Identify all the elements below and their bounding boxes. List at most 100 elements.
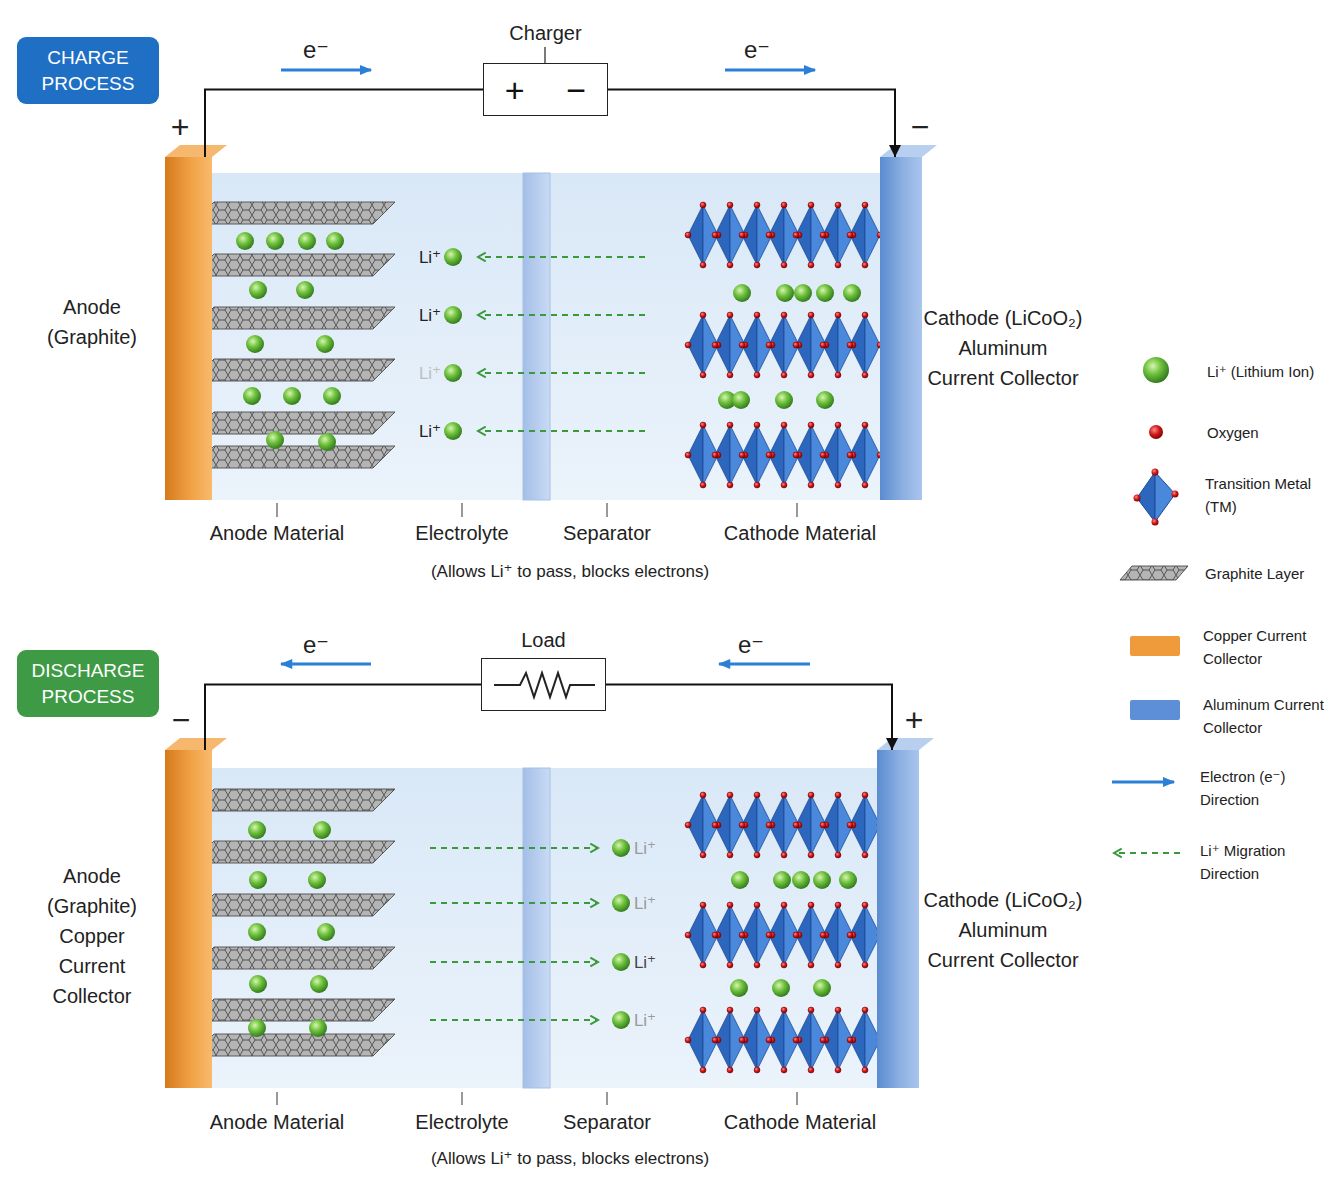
oxygen-atom bbox=[781, 1007, 787, 1013]
oxygen-atom bbox=[781, 202, 787, 208]
oxygen-atom bbox=[781, 372, 787, 378]
oxygen-atom bbox=[712, 342, 718, 348]
circuit-wire bbox=[606, 685, 892, 751]
load-box: Load bbox=[481, 658, 606, 711]
part-name: Anode Material bbox=[210, 1111, 345, 1134]
device-heading: Load bbox=[521, 629, 566, 652]
part-name: Electrolyte bbox=[415, 1111, 508, 1134]
oxygen-atom bbox=[820, 452, 826, 458]
polarity-sign: − bbox=[172, 702, 191, 739]
octahedron-face bbox=[703, 1010, 718, 1070]
oxygen-atom bbox=[766, 232, 772, 238]
oxygen-atom bbox=[727, 792, 733, 798]
lithium-ion bbox=[249, 281, 267, 299]
oxygen-atom bbox=[793, 1037, 799, 1043]
lithium-ion bbox=[816, 284, 834, 302]
lithium-ion bbox=[813, 871, 831, 889]
oxygen-atom bbox=[727, 852, 733, 858]
oxygen-atom bbox=[685, 232, 691, 238]
octahedron-face bbox=[784, 795, 799, 855]
ion-arrow bbox=[430, 847, 598, 849]
legend-icons bbox=[1120, 357, 1188, 580]
oxygen-atom bbox=[781, 262, 787, 268]
oxygen-atom bbox=[835, 1007, 841, 1013]
oxygen-atom bbox=[754, 312, 760, 318]
charger-box: Charger+− bbox=[483, 63, 608, 116]
legend-text: Graphite Layer bbox=[1205, 562, 1327, 585]
oxygen-atom bbox=[835, 262, 841, 268]
oxygen-atom bbox=[766, 342, 772, 348]
graphite-mesh bbox=[192, 202, 395, 224]
device-heading: Charger bbox=[509, 22, 581, 45]
ion-label: Li⁺ bbox=[419, 247, 441, 268]
lithium-ion bbox=[243, 387, 261, 405]
oxygen-atom bbox=[727, 312, 733, 318]
graphite-mesh bbox=[192, 789, 395, 811]
oxygen-atom bbox=[685, 932, 691, 938]
lithium-ion bbox=[732, 391, 750, 409]
oxygen-atom bbox=[835, 1067, 841, 1073]
leader-tick bbox=[276, 1092, 277, 1105]
octahedron-face bbox=[730, 425, 745, 485]
lithium-ion bbox=[248, 923, 266, 941]
oxygen-atom bbox=[754, 1067, 760, 1073]
oxygen-atom bbox=[712, 932, 718, 938]
oxygen-atom bbox=[727, 202, 733, 208]
oxide-layers bbox=[685, 202, 883, 1073]
oxygen-atom bbox=[700, 1007, 706, 1013]
graphite-layer bbox=[192, 446, 395, 468]
legend-tm-vertex bbox=[1152, 519, 1159, 526]
leader-tick bbox=[606, 503, 607, 517]
lithium-ion bbox=[730, 979, 748, 997]
oxygen-atom bbox=[781, 312, 787, 318]
oxygen-atom bbox=[862, 1007, 868, 1013]
ion-arrow bbox=[430, 961, 598, 963]
oxygen-atom bbox=[808, 962, 814, 968]
badge-text: CHARGE PROCESS bbox=[29, 45, 147, 97]
oxygen-atom bbox=[808, 482, 814, 488]
oxygen-atom bbox=[862, 312, 868, 318]
collector-label: Cathode (LiCoO₂) Aluminum Current Collec… bbox=[923, 303, 1083, 393]
wire-group bbox=[205, 90, 895, 751]
lithium-ion bbox=[308, 871, 326, 889]
oxygen-atom bbox=[700, 372, 706, 378]
electron-label: e⁻ bbox=[303, 36, 329, 64]
lithium-ion bbox=[733, 284, 751, 302]
polarity-sign: + bbox=[505, 73, 525, 107]
lithium-ion bbox=[248, 1019, 266, 1037]
graphite-layer bbox=[192, 947, 395, 969]
oxygen-atom bbox=[700, 852, 706, 858]
oxygen-atom bbox=[700, 792, 706, 798]
leader-tick bbox=[544, 47, 545, 63]
graphite-mesh bbox=[192, 446, 395, 468]
lithium-ion bbox=[612, 953, 630, 971]
octahedron-face bbox=[703, 205, 718, 265]
process-badge: DISCHARGE PROCESS bbox=[17, 650, 159, 717]
legend-tm-vertex bbox=[1134, 495, 1141, 502]
graphite-mesh bbox=[192, 841, 395, 863]
graphite-mesh bbox=[192, 254, 395, 276]
leader-tick bbox=[276, 503, 277, 517]
oxygen-atom bbox=[739, 342, 745, 348]
resistor-zigzag bbox=[494, 673, 595, 697]
polarity-sign: − bbox=[911, 109, 930, 146]
graphite-mesh bbox=[192, 1034, 395, 1056]
lithium-ion bbox=[249, 871, 267, 889]
lithium-ion bbox=[248, 821, 266, 839]
octahedron-face bbox=[730, 205, 745, 265]
legend-text: Li⁺ Migration Direction bbox=[1200, 839, 1322, 885]
graphite-mesh bbox=[192, 999, 395, 1021]
octahedron-face bbox=[838, 905, 853, 965]
part-name: Cathode Material bbox=[724, 1111, 876, 1134]
oxygen-atom bbox=[781, 422, 787, 428]
legend-text: Oxygen bbox=[1207, 421, 1317, 444]
oxygen-atom bbox=[820, 1037, 826, 1043]
oxygen-atom bbox=[862, 962, 868, 968]
part-name: Cathode Material bbox=[724, 522, 876, 545]
legend-tm-vertex bbox=[1172, 491, 1179, 498]
collector-top-face bbox=[877, 738, 934, 750]
oxygen-atom bbox=[835, 792, 841, 798]
lithium-ion bbox=[775, 391, 793, 409]
oxygen-atom bbox=[808, 312, 814, 318]
